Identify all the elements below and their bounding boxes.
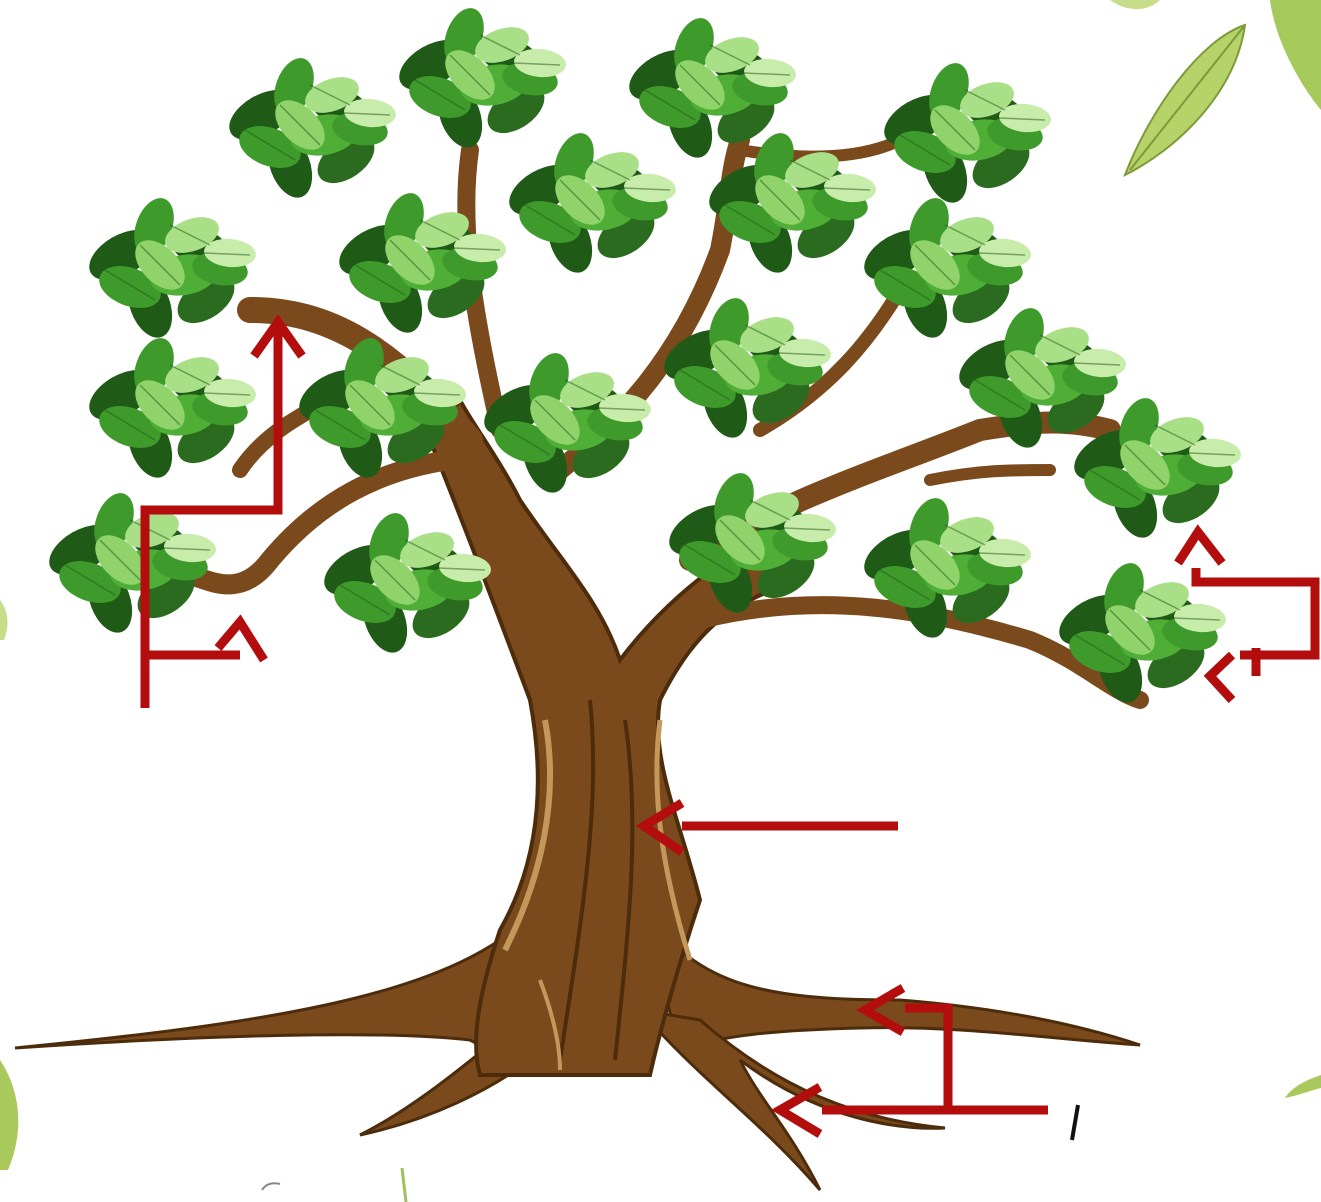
decorative-marks	[262, 1105, 1078, 1202]
leaf-cluster-icon	[876, 58, 1052, 209]
arrow-icon	[145, 622, 264, 660]
leaf-cluster-icon	[856, 493, 1032, 644]
leaf-cluster-icon	[391, 3, 567, 154]
leaf-cluster-icon	[81, 333, 257, 484]
leaf-cluster-icon	[81, 193, 257, 344]
leaf-clusters	[41, 3, 1242, 709]
arrow-icon	[865, 988, 948, 1110]
leaf-cluster-icon	[221, 53, 397, 204]
leaf-cluster-icon	[501, 128, 677, 279]
